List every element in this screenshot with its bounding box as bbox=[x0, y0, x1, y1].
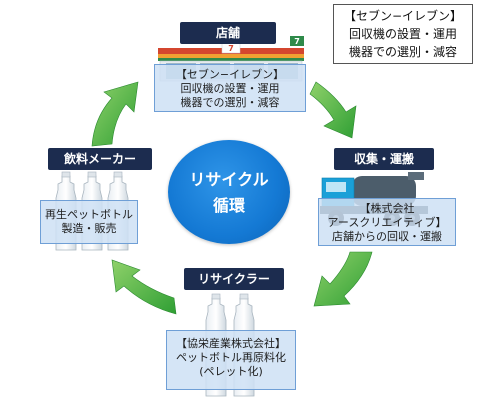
arrow-collection-to-recycler bbox=[313, 251, 373, 307]
arrow-recycler-to-maker bbox=[111, 259, 177, 315]
collection-info-line-1: 【株式会社 bbox=[359, 202, 415, 215]
recycler-info-line-2: ペットボトル再原料化 bbox=[176, 351, 286, 364]
callout-line-2: 回収機の設置・運用 bbox=[348, 27, 457, 41]
center-title: リサイクル bbox=[189, 170, 269, 189]
svg-text:7: 7 bbox=[294, 37, 300, 46]
collection-info-line-2: アースクリエイティブ】 bbox=[327, 216, 447, 229]
store-info-box: 【セブン−イレブン】 回収機の設置・運用 機器での選別・減容 bbox=[154, 64, 306, 112]
seven-eleven-callout: 【セブン−イレブン】 回収機の設置・運用 機器での選別・減容 bbox=[333, 4, 473, 64]
collection-tag: 収集・運搬 bbox=[334, 148, 434, 170]
callout-line-1: 【セブン−イレブン】 bbox=[343, 9, 463, 23]
svg-text:7: 7 bbox=[228, 44, 234, 53]
maker-info-line-2: 製造・販売 bbox=[61, 222, 117, 235]
collection-info-line-3: 店舗からの回収・運搬 bbox=[332, 230, 442, 243]
store-info-line-2: 回収機の設置・運用 bbox=[180, 82, 280, 95]
arrow-maker-to-store bbox=[91, 81, 139, 147]
recycler-info-box: 【協栄産業株式会社】 ペットボトル再原料化 (ペレット化) bbox=[166, 330, 296, 390]
recycler-info-line-1: 【協栄産業株式会社】 bbox=[176, 337, 286, 350]
maker-info-box: 再生ペットボトル 製造・販売 bbox=[40, 200, 138, 244]
maker-tag: 飲料メーカー bbox=[48, 148, 152, 170]
arrow-store-to-collection bbox=[309, 81, 357, 139]
store-tag: 店舗 bbox=[180, 22, 276, 44]
store-info-line-3: 機器での選別・減容 bbox=[180, 96, 280, 109]
recycler-tag: リサイクラー bbox=[184, 268, 284, 290]
maker-info-line-1: 再生ペットボトル bbox=[45, 208, 133, 221]
recycler-info-line-3: (ペレット化) bbox=[199, 365, 263, 378]
center-subtitle: 循環 bbox=[212, 196, 245, 215]
recycling-cycle-center: リサイクル 循環 bbox=[168, 140, 290, 244]
callout-line-3: 機器での選別・減容 bbox=[348, 45, 457, 59]
store-info-line-1: 【セブン−イレブン】 bbox=[175, 68, 285, 81]
collection-info-box: 【株式会社 アースクリエイティブ】 店舗からの回収・運搬 bbox=[318, 198, 456, 246]
